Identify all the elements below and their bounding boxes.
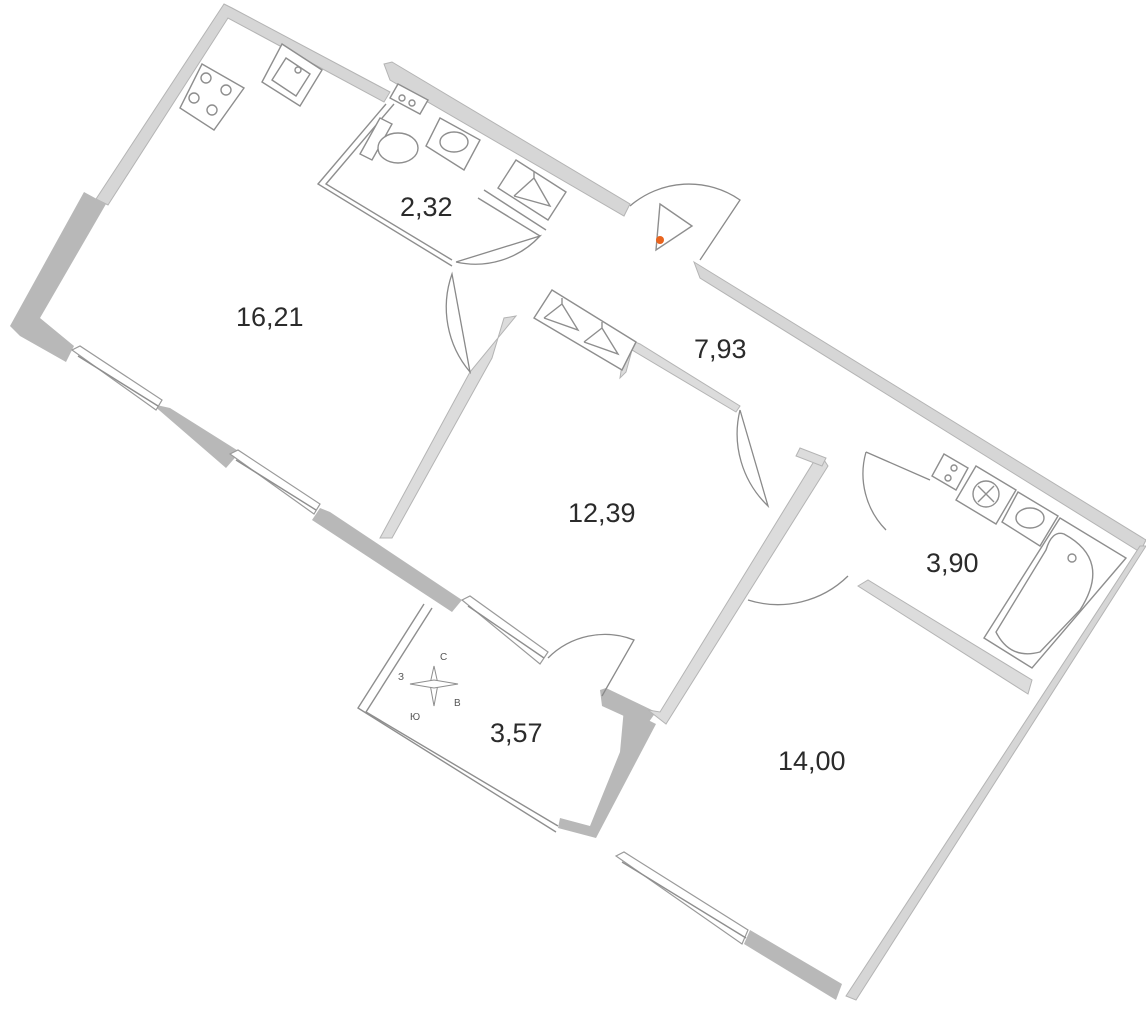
toilet-icon <box>359 117 419 164</box>
washer-icon <box>389 83 429 115</box>
stove-icon <box>179 63 246 131</box>
room-area-large-bathroom: 3,90 <box>926 548 979 578</box>
bathtub-icon <box>983 517 1128 669</box>
window-bedroom-1 <box>460 595 549 665</box>
door-small-bathroom <box>455 234 543 265</box>
balcony-glazing <box>357 603 557 833</box>
room-area-kitchen: 16,21 <box>236 302 304 332</box>
door-entrance <box>629 183 741 261</box>
compass-south: Ю <box>410 712 420 723</box>
wardrobe-bedroom-icon <box>533 289 637 371</box>
windows <box>70 345 749 945</box>
compass-east: В <box>454 698 461 709</box>
bathroom-2-fixtures <box>931 453 1128 669</box>
room-area-bedroom: 14,00 <box>778 746 846 776</box>
sink-icon <box>1001 491 1059 547</box>
room-area-small-bathroom: 2,32 <box>400 192 453 222</box>
wardrobe-hall-icon <box>497 159 567 221</box>
door-kitchen <box>445 271 472 375</box>
room-area-balcony: 3,57 <box>490 718 543 748</box>
bathroom-sink-icon <box>425 117 481 171</box>
compass-north: С <box>440 652 447 663</box>
small-bathroom-walls <box>316 103 547 267</box>
doors <box>445 183 931 697</box>
door-balcony <box>547 633 635 697</box>
washing-machine-icon <box>955 465 1017 525</box>
door-bedroom <box>747 575 849 606</box>
room-labels: 16,21 2,32 7,93 12,39 3,90 3,57 14,00 <box>236 192 979 776</box>
compass-icon: С З В Ю <box>398 652 461 723</box>
exterior-walls <box>10 3 1146 1001</box>
door-living <box>736 409 770 509</box>
door-large-bathroom <box>862 451 931 531</box>
room-area-living: 12,39 <box>568 498 636 528</box>
kitchen-sink-icon <box>261 42 323 107</box>
laundry-icon <box>931 453 969 491</box>
entrance-marker <box>655 202 694 252</box>
room-area-hallway: 7,93 <box>694 334 747 364</box>
compass-west: З <box>398 672 404 683</box>
